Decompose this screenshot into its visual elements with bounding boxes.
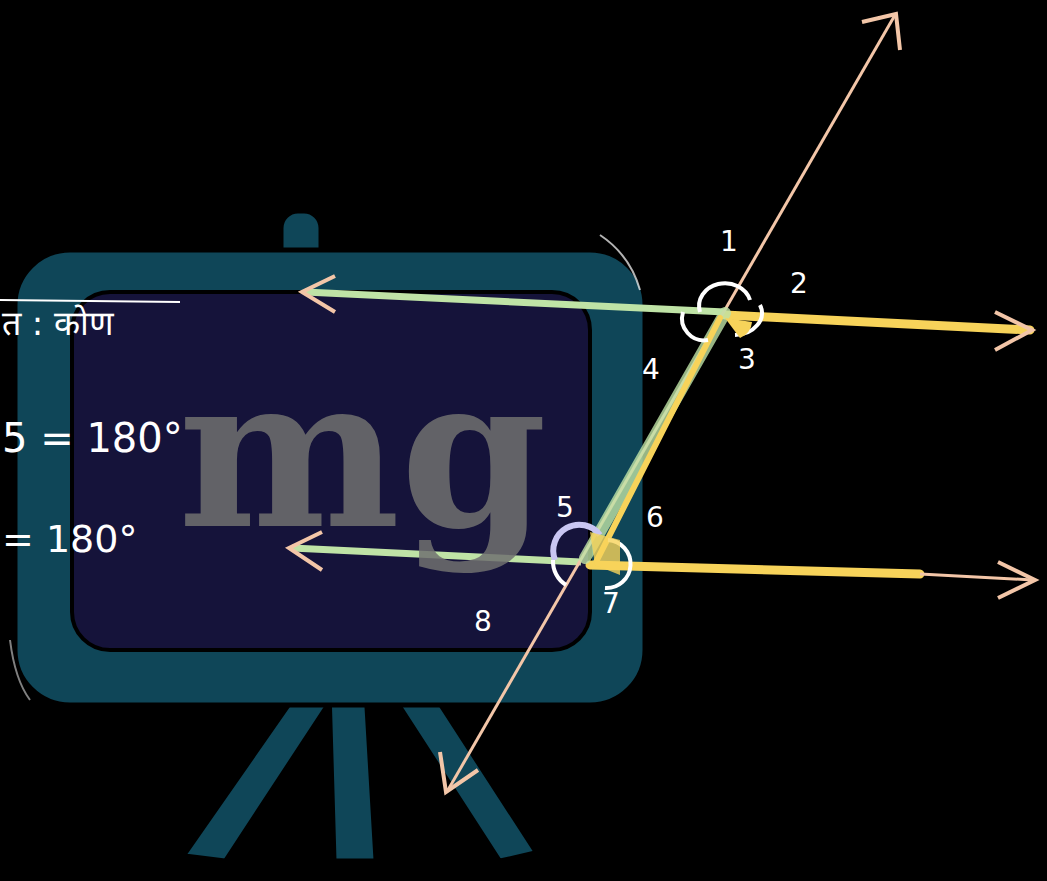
- shine-mark: [600, 235, 640, 290]
- shine-mark: [10, 640, 30, 700]
- heading-rule: [0, 300, 180, 302]
- callout-number: 3: [738, 346, 756, 374]
- callout-number: 4: [642, 356, 660, 384]
- angle-arc: [699, 283, 750, 312]
- easel-leg: [330, 690, 375, 860]
- board-surface: [72, 292, 590, 650]
- callout-number: 7: [602, 590, 620, 618]
- arrowhead: [862, 14, 900, 50]
- heading-text: त : कोण: [2, 306, 114, 340]
- easel-leg: [390, 690, 535, 860]
- callout-number: 1: [720, 228, 738, 256]
- callout-number: 5: [556, 494, 574, 522]
- angle-arc: [553, 560, 566, 585]
- callout-number: 2: [790, 270, 808, 298]
- easel-leg: [185, 690, 330, 860]
- arrowhead: [302, 276, 335, 312]
- arrowhead: [995, 312, 1032, 350]
- angle-arc: [682, 312, 708, 340]
- callout-number: 8: [474, 608, 492, 636]
- parallel-line-left: [305, 292, 725, 312]
- z-segment: [596, 318, 720, 562]
- angle-fill: [590, 532, 620, 575]
- arrowhead: [998, 562, 1035, 598]
- parallel-line-right: [920, 574, 1033, 580]
- equation-text: 5 = 180°: [2, 418, 183, 458]
- arrowhead: [440, 752, 478, 792]
- equation-text: = 180°: [2, 520, 137, 558]
- callout-number: 6: [646, 504, 664, 532]
- parallel-line-right: [590, 565, 920, 574]
- parallel-line-right: [725, 315, 1030, 330]
- angle-fill: [725, 318, 752, 338]
- watermark: mg: [178, 348, 547, 558]
